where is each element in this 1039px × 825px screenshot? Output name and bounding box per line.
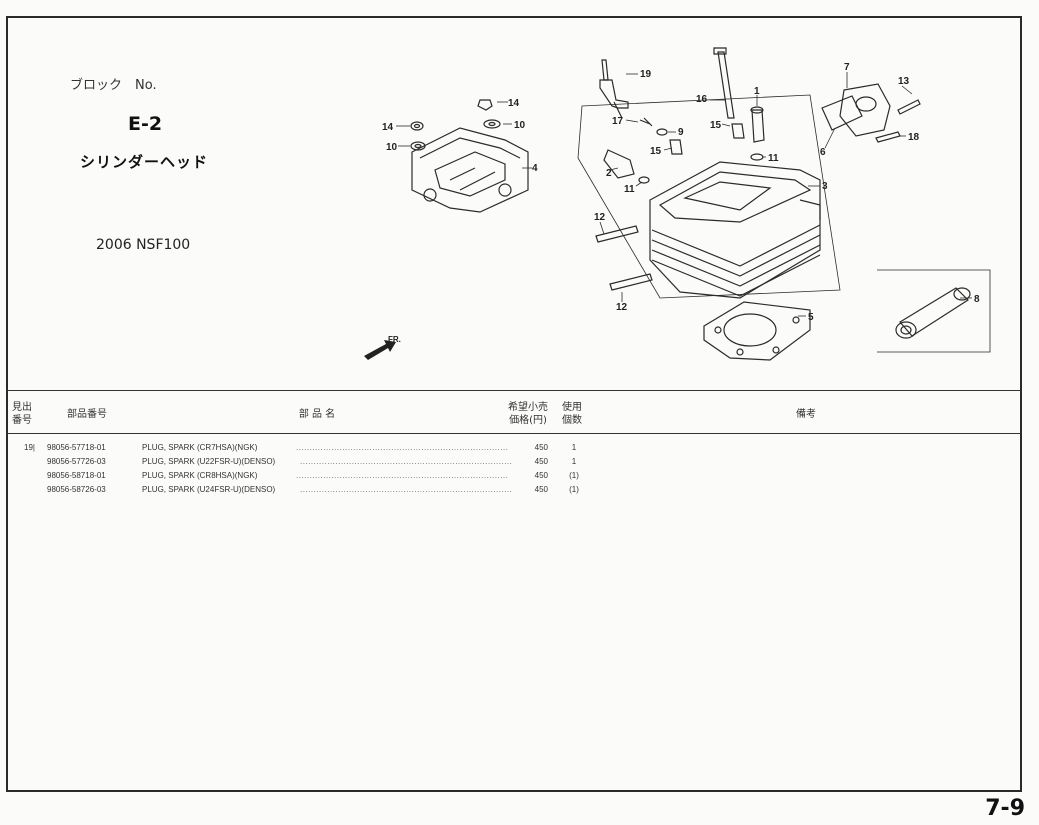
block-name: シリンダーヘッド [80, 153, 209, 171]
callout: 5 [808, 312, 814, 323]
callout: 7 [844, 62, 850, 73]
callout: 13 [898, 76, 910, 87]
dot-leader: ........................................… [300, 457, 512, 466]
exploded-parts-diagram: FR. 19 16 1 7 13 14 10 14 10 4 17 9 15 1… [364, 47, 991, 361]
price-cell: 450 [534, 485, 548, 494]
callout: 14 [508, 98, 520, 109]
cylinder-head-part [577, 94, 841, 299]
part-no-cell: 98056-58726-03 [47, 485, 106, 494]
qty-cell: 1 [571, 457, 577, 466]
part-name-cell: PLUG, SPARK (CR7HSA)(NGK) [142, 443, 258, 452]
callout: 1 [754, 86, 760, 97]
price-cell: 450 [534, 457, 548, 466]
ref-no-cell: 19| [24, 443, 35, 452]
callout: 10 [514, 120, 526, 131]
price-cell: 450 [534, 471, 548, 480]
spark-plug-part [599, 59, 629, 119]
callout: 17 [612, 116, 624, 127]
model-name: 2006 NSF100 [96, 237, 191, 253]
table-row: 98056-57726-03 PLUG, SPARK (U22FSR-U)(DE… [0, 457, 1020, 471]
callout: 19 [640, 69, 652, 80]
header-ref-no: 見出 番号 [12, 402, 32, 426]
part-no-cell: 98056-57726-03 [47, 457, 106, 466]
dot-leader: ........................................… [300, 485, 512, 494]
callout: 10 [386, 142, 398, 153]
callout: 11 [624, 184, 635, 195]
callout: 4 [532, 163, 538, 174]
callout: 12 [616, 302, 628, 313]
cylinder-head-gasket-part [703, 301, 811, 361]
dot-leader: ........................................… [296, 443, 508, 452]
block-number-label: ブロック No. [70, 78, 157, 93]
callout: 15 [710, 120, 722, 131]
callout: 14 [382, 122, 394, 133]
block-code: E-2 [128, 113, 163, 135]
callout: 18 [908, 132, 920, 143]
callout: 2 [606, 168, 612, 179]
callout: 11 [768, 153, 779, 164]
page-frame [6, 16, 1022, 792]
callout: 6 [820, 147, 826, 158]
part-no-cell: 98056-58718-01 [47, 471, 106, 480]
qty-cell: (1) [569, 485, 579, 494]
front-mark-label: FR. [388, 335, 401, 344]
callout: 9 [678, 127, 684, 138]
header-qty: 使用 個数 [562, 402, 582, 426]
callout: 8 [974, 294, 980, 305]
page-number: 7-9 [985, 796, 1025, 821]
part-name-cell: PLUG, SPARK (U24FSR-U)(DENSO) [142, 485, 276, 494]
callout: 16 [696, 94, 708, 105]
part-name-cell: PLUG, SPARK (CR8HSA)(NGK) [142, 471, 258, 480]
special-wrench-part [895, 287, 971, 339]
callout: 12 [594, 212, 606, 223]
front-arrow-icon [364, 340, 396, 360]
part-no-cell: 98056-57718-01 [47, 443, 106, 452]
qty-cell: 1 [571, 443, 577, 452]
header-part-no: 部品番号 [67, 409, 107, 420]
price-cell: 450 [534, 443, 548, 452]
table-top-rule [6, 390, 1022, 391]
rocker-arm-holder-part [411, 127, 529, 213]
callout: 15 [650, 146, 662, 157]
header-part-name: 部 品 名 [298, 409, 336, 420]
header-remarks: 備考 [796, 409, 816, 420]
header-price: 希望小売 価格(円) [508, 402, 548, 426]
qty-cell: (1) [569, 471, 579, 480]
part-name-cell: PLUG, SPARK (U22FSR-U)(DENSO) [142, 457, 276, 466]
dot-leader: ........................................… [296, 471, 508, 480]
callout: 3 [822, 181, 828, 192]
table-header-rule [6, 433, 1022, 434]
table-row: 19| 98056-57718-01 PLUG, SPARK (CR7HSA)(… [0, 443, 1020, 457]
table-row: 98056-58718-01 PLUG, SPARK (CR8HSA)(NGK)… [0, 471, 1020, 485]
table-row: 98056-58726-03 PLUG, SPARK (U24FSR-U)(DE… [0, 485, 1020, 499]
